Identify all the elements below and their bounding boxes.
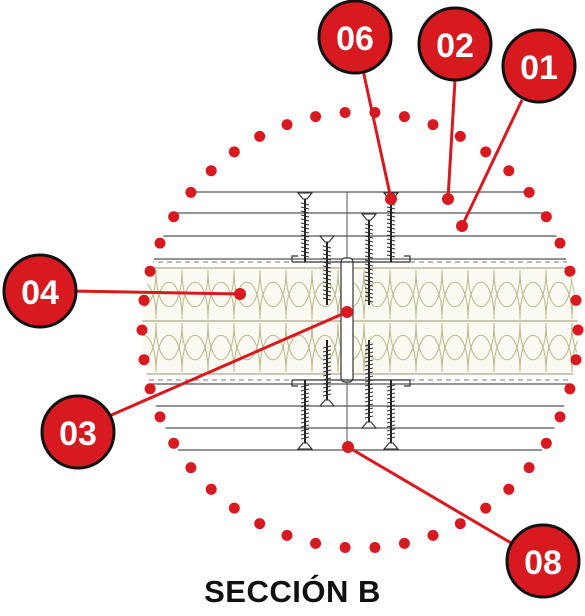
- boundary-dot: [572, 324, 584, 336]
- boundary-dot: [398, 537, 410, 549]
- bottom-board-layers: [142, 383, 578, 451]
- boundary-dot: [454, 518, 466, 530]
- boundary-dot: [540, 211, 552, 223]
- boundary-dot: [570, 354, 582, 366]
- boundary-dot: [228, 502, 240, 514]
- detail-boundary-dots: [136, 107, 584, 553]
- boundary-dot: [427, 529, 439, 541]
- boundary-dot: [503, 165, 515, 177]
- boundary-dot: [185, 186, 197, 198]
- callout-02: 02: [417, 6, 493, 82]
- callout-04-label: 04: [21, 274, 59, 312]
- boundary-dot: [281, 529, 293, 541]
- boundary-dot: [480, 146, 492, 158]
- screw: [318, 235, 336, 305]
- leader-02: [446, 79, 457, 200]
- callout-03-label: 03: [59, 415, 97, 453]
- boundary-dot: [554, 411, 566, 423]
- boundary-dot: [564, 265, 576, 277]
- boundary-dot: [281, 119, 293, 131]
- boundary-dot: [480, 502, 492, 514]
- screw: [318, 340, 336, 407]
- leader-08: [347, 445, 541, 562]
- boundary-dot: [144, 383, 156, 395]
- boundary-dot: [454, 130, 466, 142]
- boundary-dot: [136, 324, 148, 336]
- boundary-dot: [523, 462, 535, 474]
- callout-08-label: 08: [524, 544, 562, 582]
- screw: [360, 213, 378, 305]
- boundary-dot: [254, 518, 266, 530]
- boundary-dot: [570, 294, 582, 306]
- screw: [382, 380, 400, 450]
- section-title: SECCIÓN B: [204, 574, 381, 609]
- boundary-dot: [310, 111, 322, 123]
- boundary-dot: [310, 537, 322, 549]
- boundary-dot: [138, 294, 150, 306]
- boundary-dot: [228, 146, 240, 158]
- boundary-dot: [168, 211, 180, 223]
- boundary-dot: [540, 437, 552, 449]
- boundary-dot: [254, 130, 266, 142]
- boundary-dot: [564, 383, 576, 395]
- boundary-dot: [138, 354, 150, 366]
- boundary-dot: [427, 119, 439, 131]
- boundary-dot: [369, 542, 381, 553]
- boundary-dot: [523, 186, 535, 198]
- leader-03: [99, 310, 348, 422]
- leader-lines: [69, 69, 541, 562]
- boundary-dot: [339, 107, 351, 118]
- boundary-dot: [168, 437, 180, 449]
- wall-section: [142, 191, 578, 451]
- top-board-layers: [142, 191, 578, 260]
- callout-06: 06: [317, 0, 393, 75]
- callout-01-label: 01: [520, 49, 558, 87]
- insulation-layer: [142, 267, 578, 375]
- callout-01: 01: [501, 28, 577, 104]
- boundary-dot: [398, 111, 410, 123]
- boundary-dot: [205, 165, 217, 177]
- boundary-dot: [339, 542, 351, 553]
- boundary-dot: [503, 483, 515, 495]
- callout-02-label: 02: [436, 27, 474, 65]
- leader-06: [361, 69, 393, 200]
- boundary-dot: [205, 483, 217, 495]
- boundary-dot: [154, 411, 166, 423]
- leader-end-dots: [234, 193, 468, 453]
- leader-01: [460, 99, 524, 227]
- callout-04: 04: [2, 253, 78, 329]
- callout-08: 08: [505, 523, 581, 599]
- leader-04: [69, 289, 241, 296]
- screw: [360, 340, 378, 429]
- callout-06-label: 06: [336, 20, 374, 58]
- boundary-dot: [185, 462, 197, 474]
- boundary-dot: [154, 237, 166, 249]
- boundary-dot: [144, 265, 156, 277]
- boundary-dot: [554, 237, 566, 249]
- callout-03: 03: [40, 394, 116, 470]
- screw: [296, 380, 314, 450]
- screw: [296, 192, 314, 262]
